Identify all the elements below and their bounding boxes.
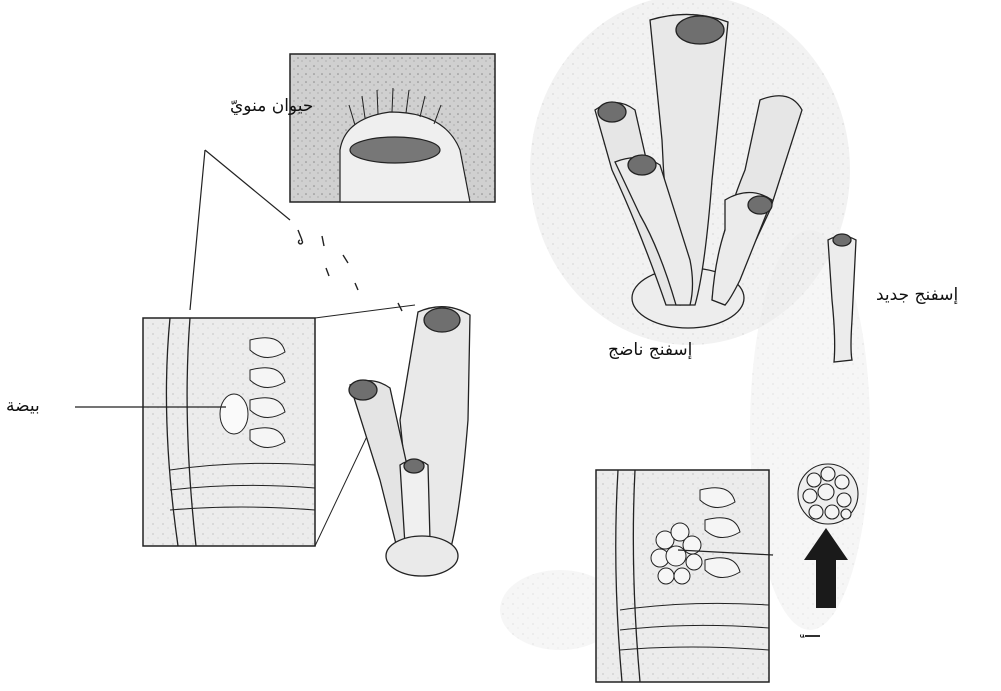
- sperm-leader-lines: [190, 150, 290, 310]
- label-mature-sponge: إسفنج ناضج: [608, 340, 692, 360]
- left-sponge: [349, 307, 470, 576]
- osculum-inset: [290, 54, 495, 202]
- label-sperm: حيوان منويّ: [230, 96, 313, 116]
- body-wall-inset-larva: [596, 470, 773, 682]
- larva: [798, 464, 858, 524]
- label-new-sponge: إسفنج جديد: [876, 285, 958, 305]
- sperm-cells: [298, 230, 402, 311]
- body-wall-inset-egg: [143, 318, 315, 546]
- label-egg: بيضة: [6, 396, 40, 416]
- label-larva: أ: [801, 633, 825, 639]
